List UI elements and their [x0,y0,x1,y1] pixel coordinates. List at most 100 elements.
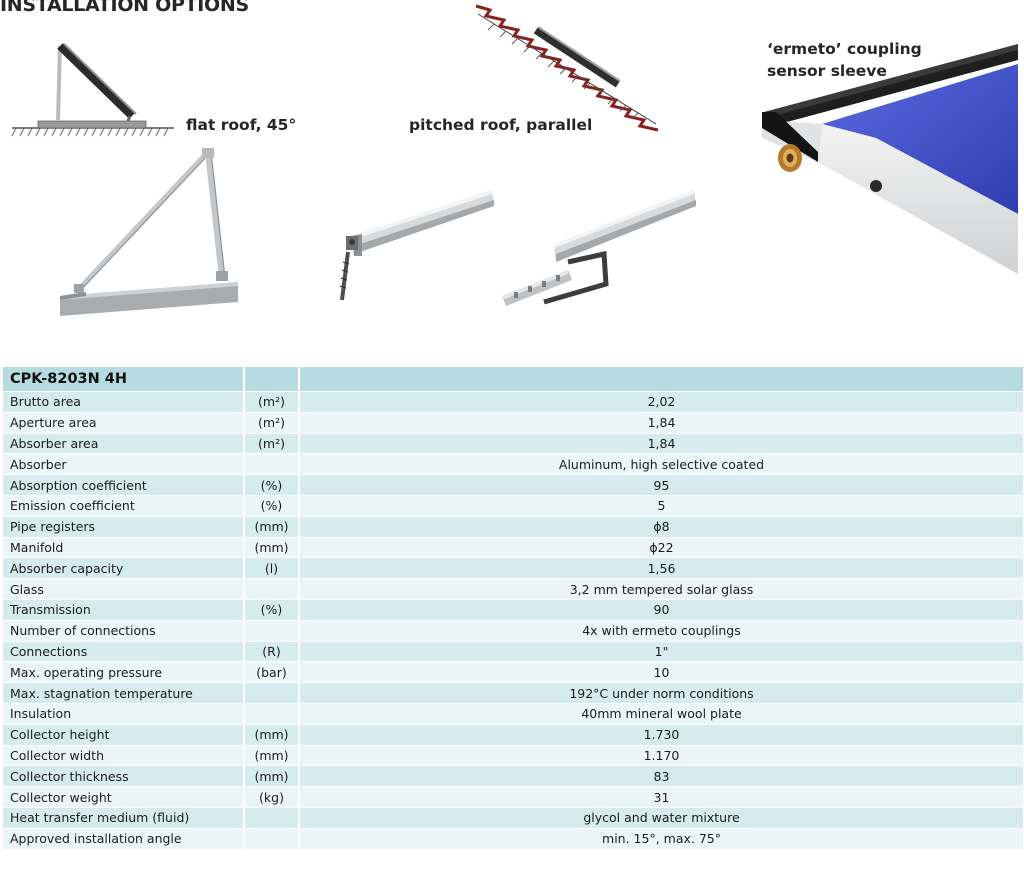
spec-value: 2,02 [298,392,1023,413]
spec-row: Glass 3,2 mm tempered solar glass [3,579,1023,600]
spec-label: Aperture area [3,412,243,434]
spec-row: Connections(R)1" [3,641,1023,663]
spec-unit: (l) [243,558,298,580]
spec-unit: (m²) [243,433,298,455]
spec-unit: (R) [243,641,298,663]
coupling-caption: ‘ermeto’ coupling sensor sleeve [767,38,922,82]
spec-row: Brutto area(m²)2,02 [3,392,1023,413]
spec-row: Collector thickness(mm)83 [3,766,1023,788]
header-unit-cell [243,367,298,392]
spec-value: 1,56 [298,558,1023,580]
spec-unit: (mm) [243,724,298,746]
spec-unit [243,828,298,850]
spec-value: 1.730 [298,724,1023,746]
spec-unit: (kg) [243,787,298,808]
spec-label: Absorber area [3,433,243,455]
spec-value: 5 [298,495,1023,517]
spec-label: Insulation [3,703,243,725]
spec-row: Heat transfer medium (fluid) glycol and w… [3,807,1023,829]
spec-unit [243,703,298,725]
coupling-caption-line2: sensor sleeve [767,62,887,80]
spec-value: 1,84 [298,412,1023,434]
spec-value: 90 [298,599,1023,621]
spec-label: Emission coefficient [3,495,243,517]
spec-row: Number of connections 4x with ermeto coup… [3,620,1023,642]
spec-unit [243,807,298,829]
spec-label: Absorption coefficient [3,475,243,496]
spec-unit: (mm) [243,537,298,559]
spec-row: Collector width(mm)1.170 [3,745,1023,767]
spec-label: Heat transfer medium (fluid) [3,807,243,829]
spec-value: 40mm mineral wool plate [298,703,1023,725]
spec-value: 3,2 mm tempered solar glass [298,579,1023,600]
spec-value: 83 [298,766,1023,788]
spec-value: Aluminum, high selective coated [298,454,1023,476]
flat-roof-mount-diagram-icon [11,43,174,137]
spec-label: Collector weight [3,787,243,808]
collector-corner-with-coupling-icon [762,44,1018,274]
spec-row: Collector weight(kg)31 [3,787,1023,808]
spec-unit: (mm) [243,766,298,788]
spec-row: Collector height(mm)1.730 [3,724,1023,746]
spec-value: 1" [298,641,1023,663]
pitched-roof-mount-diagram-icon [475,4,659,132]
spec-label: Max. stagnation temperature [3,683,243,704]
spec-value: ϕ22 [298,537,1023,559]
spec-unit [243,620,298,642]
header-value-cell [298,367,1023,392]
spec-unit: (%) [243,475,298,496]
spec-value: 95 [298,475,1023,496]
spec-label: Manifold [3,537,243,559]
spec-label: Collector width [3,745,243,767]
spec-unit: (mm) [243,745,298,767]
spec-row: Max. operating pressure(bar)10 [3,662,1023,684]
spec-unit: (mm) [243,516,298,538]
spec-row: Pipe registers(mm)ϕ8 [3,516,1023,538]
spec-label: Glass [3,579,243,600]
spec-row: Emission coefficient(%)5 [3,495,1023,517]
spec-value: 10 [298,662,1023,684]
spec-label: Absorber [3,454,243,476]
spec-row: Absorption coefficient(%)95 [3,475,1023,496]
spec-unit: (%) [243,495,298,517]
spec-value: glycol and water mixture [298,807,1023,829]
spec-row: Absorber area(m²)1,84 [3,433,1023,455]
spec-label: Collector thickness [3,766,243,788]
spec-row: Aperture area(m²)1,84 [3,412,1023,434]
spec-row: Manifold(mm)ϕ22 [3,537,1023,559]
mounting-rail-with-roof-hook-icon [502,190,696,306]
spec-unit [243,454,298,476]
mounting-rail-with-screw-icon [339,190,494,301]
spec-label: Connections [3,641,243,663]
coupling-caption-line1: ‘ermeto’ coupling [767,40,922,58]
spec-value: 1.170 [298,745,1023,767]
spec-row: Absorber Aluminum, high selective coated [3,454,1023,476]
spec-unit: (m²) [243,412,298,434]
pitched-roof-caption: pitched roof, parallel [409,116,593,134]
spec-unit: (bar) [243,662,298,684]
spec-label: Transmission [3,599,243,621]
spec-header-row: CPK-8203N 4H [3,367,1023,392]
spec-label: Collector height [3,724,243,746]
spec-unit: (m²) [243,392,298,413]
spec-row: Absorber capacity(l)1,56 [3,558,1023,580]
spec-value: 31 [298,787,1023,808]
spec-unit [243,579,298,600]
page-heading: INSTALLATION OPTIONS [0,0,249,16]
flat-roof-caption: flat roof, 45° [186,116,297,134]
spec-unit [243,683,298,704]
spec-value: 4x with ermeto couplings [298,620,1023,642]
model-name: CPK-8203N 4H [3,367,243,392]
spec-label: Max. operating pressure [3,662,243,684]
spec-label: Pipe registers [3,516,243,538]
spec-unit: (%) [243,599,298,621]
spec-label: Approved installation angle [3,828,243,850]
spec-row: Transmission(%)90 [3,599,1023,621]
spec-row: Insulation 40mm mineral wool plate [3,703,1023,725]
spec-value: ϕ8 [298,516,1023,538]
spec-label: Brutto area [3,392,243,413]
spec-label: Number of connections [3,620,243,642]
